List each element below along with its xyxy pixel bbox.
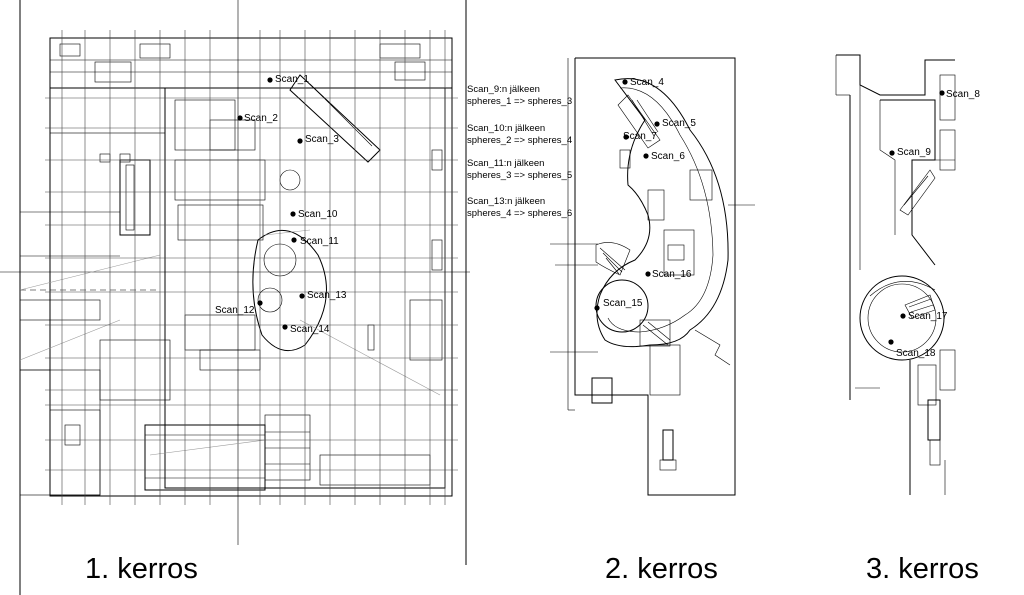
note-line: Scan_11:n jälkeen (467, 158, 544, 169)
scan-marker (291, 237, 297, 243)
scan-label: Scan_13 (307, 290, 347, 301)
scan-marker (267, 77, 273, 83)
sphere-notes: Scan_9:n jälkeen spheres_1 => spheres_3 … (467, 84, 572, 219)
scan-marker (900, 313, 906, 319)
scan-marker (290, 211, 296, 217)
note-line: Scan_10:n jälkeen (467, 123, 545, 134)
scan-label: Scan_7 (623, 131, 657, 142)
note-line: Scan_13:n jälkeen (467, 196, 545, 207)
floor-2-label: 2. kerros (605, 553, 718, 585)
scan-marker (594, 305, 600, 311)
scan-label: Scan_6 (651, 151, 685, 162)
scan-label: Scan_10 (298, 209, 338, 220)
scan-marker (622, 79, 628, 85)
scan-marker (237, 115, 243, 121)
scan-marker (623, 134, 629, 140)
scan-label: Scan_17 (908, 311, 948, 322)
scan-marker (654, 121, 660, 127)
note-line: spheres_4 => spheres_6 (467, 208, 572, 219)
scan-marker (889, 150, 895, 156)
scan-label: Scan_8 (946, 89, 980, 100)
floor-1-plan: Scan_1 Scan_2 Scan_3 Scan_10 Scan_11 Sca… (19, 30, 458, 505)
note-line: spheres_3 => spheres_5 (467, 170, 572, 181)
scan-label: Scan_18 (896, 348, 936, 359)
scan-marker (282, 324, 288, 330)
scan-label: Scan_12 (215, 305, 255, 316)
note-line: spheres_1 => spheres_3 (467, 96, 572, 107)
scan-marker (297, 138, 303, 144)
scan-marker (645, 271, 651, 277)
scan-label: Scan_16 (652, 269, 692, 280)
scan-label: Scan_5 (662, 118, 696, 129)
scan-label: Scan_9 (897, 147, 931, 158)
scan-label: Scan_11 (300, 236, 339, 247)
scan-marker (888, 339, 894, 345)
scan-label: Scan_3 (305, 134, 339, 145)
note-line: spheres_2 => spheres_4 (467, 135, 572, 146)
drawing-frame (0, 0, 470, 595)
scan-marker (299, 293, 305, 299)
floor-3-plan: Scan_8 Scan_9 Scan_17 Scan_18 (835, 54, 980, 495)
scan-marker (257, 300, 263, 306)
scan-marker (643, 153, 649, 159)
floor-1-label: 1. kerros (85, 553, 198, 585)
floor-2-plan: Scan_4 Scan_5 Scan_6 Scan_7 Scan_15 Scan… (550, 57, 755, 496)
note-line: Scan_9:n jälkeen (467, 84, 540, 95)
floor-3-label: 3. kerros (866, 553, 979, 585)
floor-1-grid (45, 30, 458, 505)
scan-label: Scan_1 (275, 74, 309, 85)
scan-marker (939, 90, 945, 96)
scan-label: Scan_4 (630, 77, 664, 88)
scan-label: Scan_14 (290, 324, 330, 335)
scan-label: Scan_2 (244, 113, 278, 124)
scan-label: Scan_15 (603, 298, 643, 309)
